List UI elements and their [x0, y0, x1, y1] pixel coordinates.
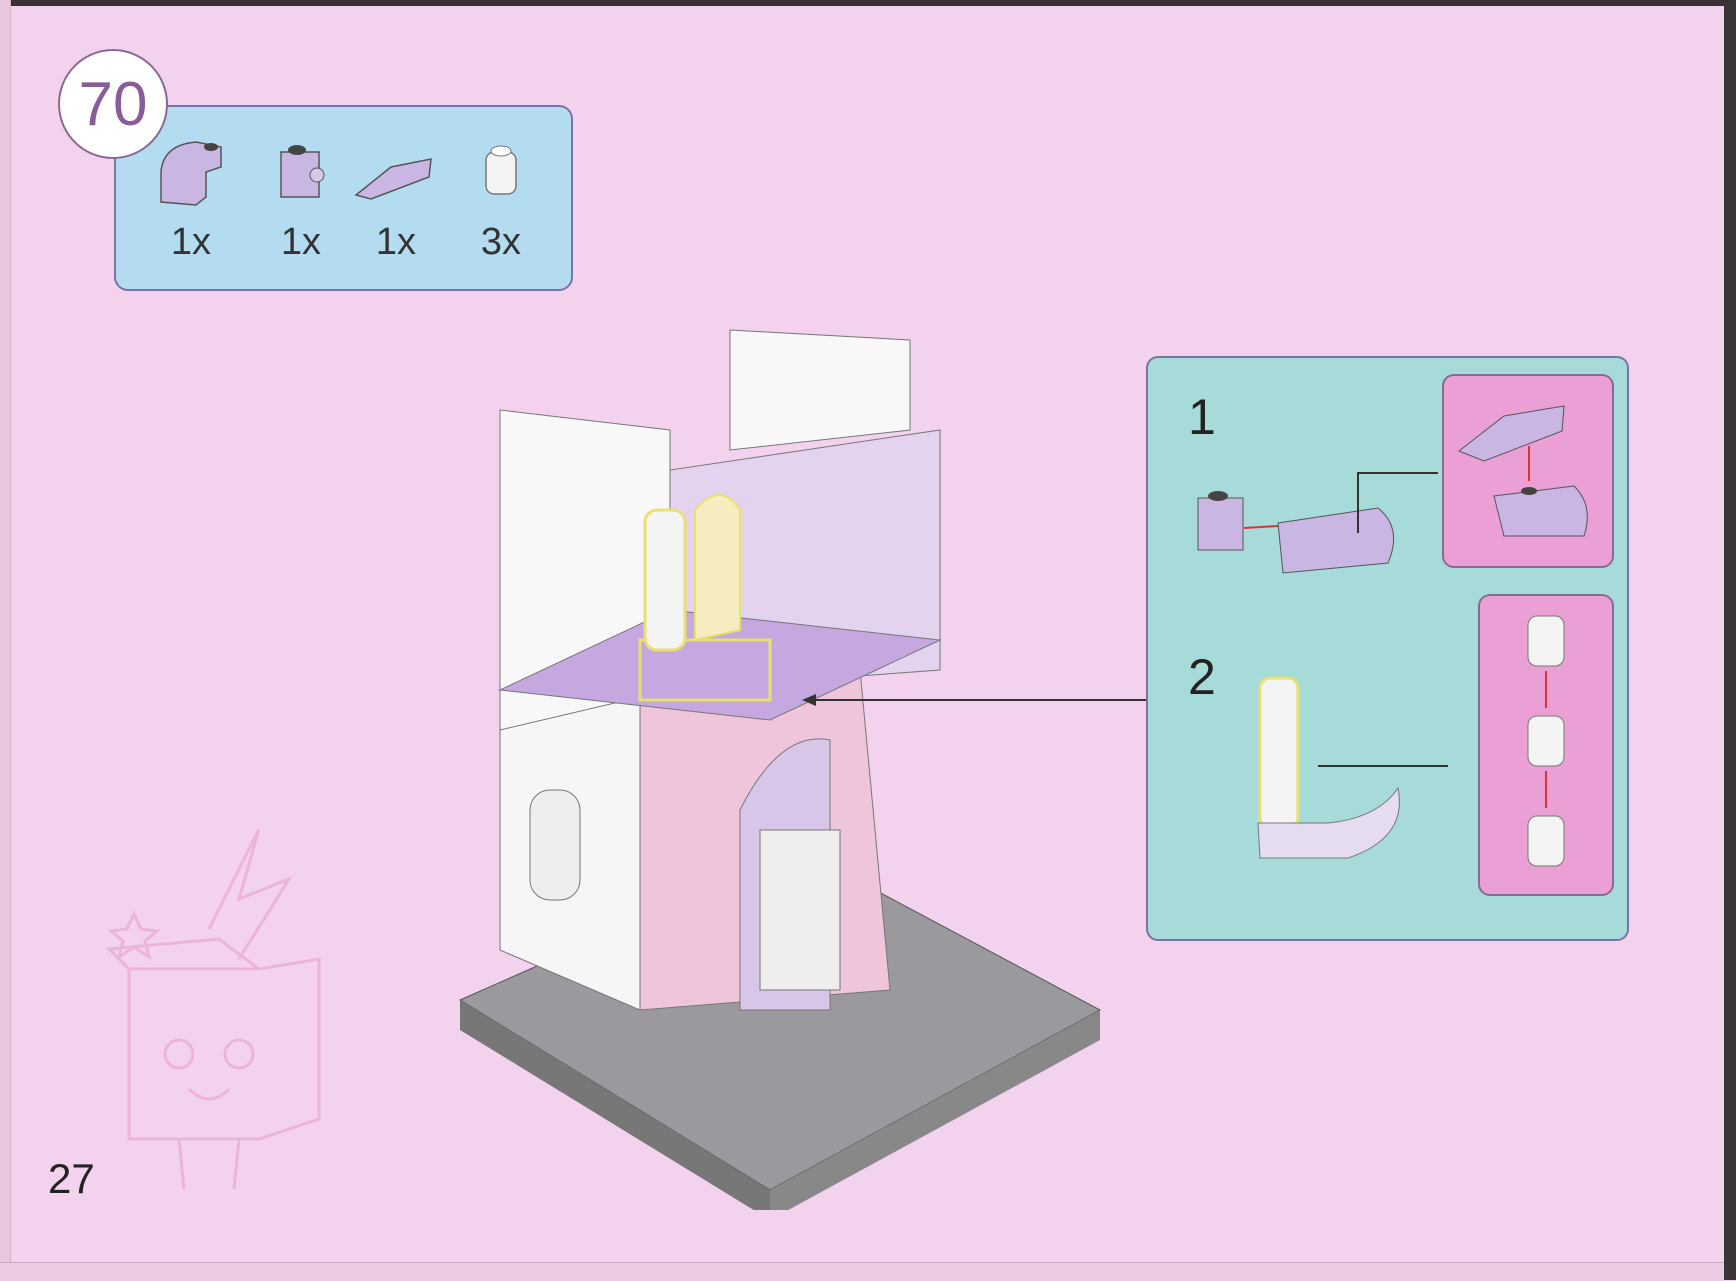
scan-right-edge — [1724, 0, 1736, 1280]
stacked-round-bricks-icon — [1527, 615, 1565, 867]
substep-number: 1 — [1188, 389, 1216, 445]
wedge-plate-icon — [354, 158, 432, 200]
part-item: 1x — [146, 137, 236, 264]
page-number: 27 — [48, 1155, 95, 1202]
part-quantity: 1x — [170, 221, 212, 263]
model-illustration — [458, 329, 1102, 1210]
page-bottom-edge — [0, 1262, 1724, 1281]
part-item: 1x — [256, 137, 346, 264]
sub-callout-2 — [1478, 594, 1614, 896]
page-left-edge — [0, 0, 11, 1280]
wedge-onto-curved-slope-icon — [1458, 405, 1588, 537]
part-item: 1x — [351, 137, 441, 264]
scan-top-edge — [0, 0, 1736, 6]
parts-list-box: 1x 1x 1x 3x — [114, 105, 573, 291]
mascot-box-character — [105, 828, 321, 1190]
step-number: 70 — [58, 49, 168, 159]
part-quantity: 1x — [280, 221, 322, 263]
substep-assembly-drawings — [1197, 472, 1448, 859]
part-quantity: 1x — [375, 221, 417, 263]
part-quantity: 3x — [480, 221, 522, 263]
sub-assembly-callout: 1 2 — [1146, 356, 1629, 941]
sub-callout-1 — [1442, 374, 1614, 568]
callout-arrow — [802, 694, 1146, 706]
substep-number: 2 — [1188, 649, 1216, 705]
curved-slope-brick-icon — [160, 141, 222, 206]
round-brick-icon — [485, 145, 517, 195]
part-item: 3x — [456, 137, 546, 264]
headlight-brick-icon — [280, 145, 325, 198]
